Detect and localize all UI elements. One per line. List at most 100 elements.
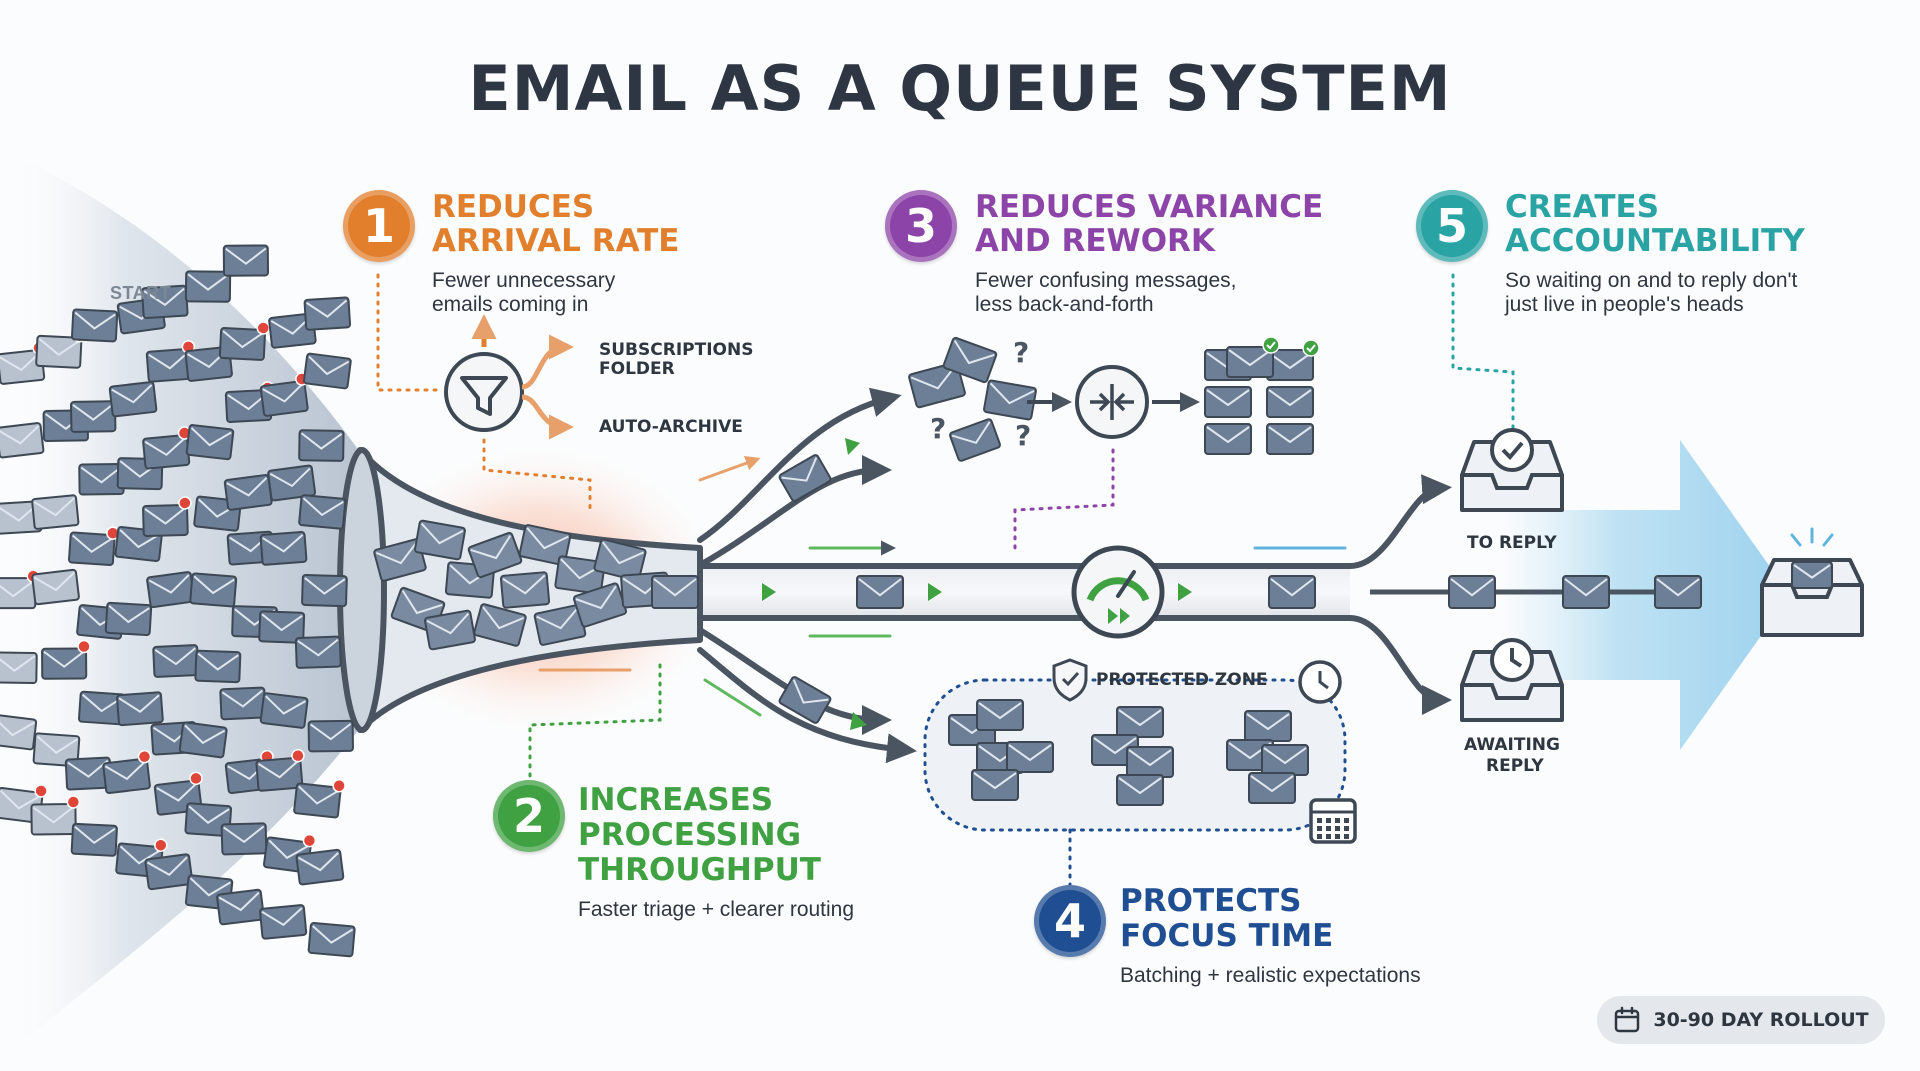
envelope-icon bbox=[467, 531, 523, 579]
step-2-desc-line-1: Faster triage + clearer routing bbox=[578, 898, 855, 921]
step-2-title-line-1: INCREASES bbox=[578, 782, 774, 818]
shield-check-icon bbox=[1052, 658, 1088, 702]
envelope-icon bbox=[301, 573, 348, 608]
subscriptions-folder-label-line-2: FOLDER bbox=[599, 359, 675, 379]
envelope-icon bbox=[32, 732, 81, 768]
envelope-icon bbox=[1126, 746, 1174, 778]
step-2-title-line-3: THROUGHPUT bbox=[578, 852, 821, 888]
envelope-icon bbox=[293, 778, 346, 819]
envelope-icon bbox=[216, 888, 265, 926]
start-label: START bbox=[110, 283, 172, 303]
step-1-title-line-2: ARRIVAL RATE bbox=[432, 223, 680, 259]
envelope-icon bbox=[1244, 710, 1292, 742]
envelope-icon bbox=[473, 603, 527, 647]
step-1-desc-line-2: emails coming in bbox=[432, 293, 589, 316]
envelope-icon bbox=[307, 922, 356, 958]
step-3-desc-line-2: less back-and-forth bbox=[975, 293, 1154, 316]
question-mark-icon: ? bbox=[930, 412, 946, 445]
envelope-icon bbox=[259, 372, 309, 417]
rollout-badge: 30-90 DAY ROLLOUT bbox=[1597, 996, 1885, 1044]
envelope-icon bbox=[294, 635, 342, 669]
envelope-icon bbox=[185, 424, 235, 461]
envelope-icon bbox=[908, 361, 966, 409]
envelope-icon bbox=[1248, 772, 1296, 804]
envelope-icon bbox=[0, 651, 38, 685]
flow-strokes bbox=[538, 456, 1347, 717]
envelope-icon bbox=[141, 284, 189, 320]
envelope-icon bbox=[152, 644, 200, 678]
envelope-icon bbox=[373, 538, 427, 582]
output-big-arrow bbox=[1500, 440, 1790, 750]
envelope-icon bbox=[259, 530, 308, 566]
step-4-title-line-2: FOCUS TIME bbox=[1120, 918, 1334, 954]
step-4-title-line-1: PROTECTS bbox=[1120, 883, 1302, 919]
envelope-icon bbox=[31, 568, 80, 606]
envelope-icon bbox=[194, 649, 242, 684]
envelope-icon bbox=[1562, 575, 1610, 609]
question-mark-icon: ? bbox=[1013, 336, 1029, 369]
step-5-title-line-2: ACCOUNTABILITY bbox=[1505, 223, 1805, 259]
check-badge-icon bbox=[1262, 336, 1280, 354]
clock-icon bbox=[1298, 660, 1342, 704]
envelope-icon bbox=[219, 686, 267, 721]
question-mark-icon: ? bbox=[1015, 419, 1031, 452]
envelope-icon bbox=[69, 400, 117, 433]
envelope-icon bbox=[778, 454, 832, 502]
envelope-icon bbox=[222, 244, 270, 277]
subscriptions-folder-label-line-1: SUBSCRIPTIONS bbox=[599, 340, 754, 360]
envelope-icon bbox=[949, 418, 1001, 462]
protected-zone-label: PROTECTED ZONE bbox=[1096, 670, 1268, 690]
auto-archive-label: AUTO-ARCHIVE bbox=[599, 417, 743, 437]
envelope-icon bbox=[68, 526, 120, 567]
envelope-icon bbox=[971, 769, 1019, 801]
check-badge-icon bbox=[1302, 339, 1320, 357]
envelope-icon bbox=[258, 610, 306, 644]
envelope-icon bbox=[1116, 774, 1164, 806]
step-5-badge: 5 bbox=[1416, 190, 1488, 262]
step-2-badge: 2 bbox=[493, 780, 565, 852]
diagram-title: EMAIL AS A QUEUE SYSTEM bbox=[468, 52, 1452, 125]
envelope-icon bbox=[1448, 575, 1496, 609]
envelope-icon bbox=[298, 429, 345, 462]
envelope-icon bbox=[1266, 339, 1320, 381]
envelope-icon bbox=[983, 379, 1037, 421]
green-arrows bbox=[762, 438, 1192, 730]
envelope-icon bbox=[184, 270, 232, 303]
envelope-icon bbox=[70, 822, 118, 857]
awaiting-reply-label-line-1: AWAITING bbox=[1464, 735, 1560, 755]
envelope-icon bbox=[1791, 561, 1833, 589]
envelope-icon bbox=[30, 795, 81, 836]
envelope-icon bbox=[1261, 744, 1309, 776]
envelope-icon bbox=[184, 802, 233, 838]
envelope-checked-icon bbox=[1226, 336, 1280, 378]
envelopes-layer bbox=[0, 244, 1702, 958]
step-3-desc-line-1: Fewer confusing messages, bbox=[975, 269, 1237, 292]
dotted-connectors bbox=[376, 273, 1515, 887]
envelope-icon bbox=[71, 308, 119, 343]
envelope-icon bbox=[1266, 386, 1314, 418]
envelope-icon bbox=[1268, 575, 1316, 609]
envelope-icon bbox=[31, 494, 80, 530]
envelope-icon bbox=[178, 721, 228, 759]
envelope-icon bbox=[298, 494, 347, 530]
envelope-icon bbox=[0, 713, 38, 751]
envelope-icon bbox=[223, 474, 273, 511]
envelope-icon bbox=[295, 848, 345, 886]
envelope-icon bbox=[856, 575, 904, 609]
icons-layer: ??? bbox=[444, 314, 1864, 844]
envelope-icon bbox=[307, 719, 354, 753]
envelope-icon bbox=[1204, 423, 1252, 455]
step-1-desc-line-1: Fewer unnecessary bbox=[432, 269, 616, 292]
step-4-badge: 4 bbox=[1034, 885, 1106, 957]
step-5-desc-line-2: just live in people's heads bbox=[1505, 293, 1744, 316]
envelope-icon bbox=[64, 756, 112, 791]
step-1-badge: 1 bbox=[343, 190, 415, 262]
step-5-title-line-1: CREATES bbox=[1505, 189, 1660, 225]
calendar-icon bbox=[1309, 798, 1357, 844]
compress-icon bbox=[1027, 365, 1200, 439]
speedometer-icon bbox=[1071, 545, 1165, 639]
envelope-icon bbox=[518, 524, 572, 566]
step-3-title-line-2: AND REWORK bbox=[975, 223, 1215, 259]
envelope-icon bbox=[189, 572, 238, 608]
